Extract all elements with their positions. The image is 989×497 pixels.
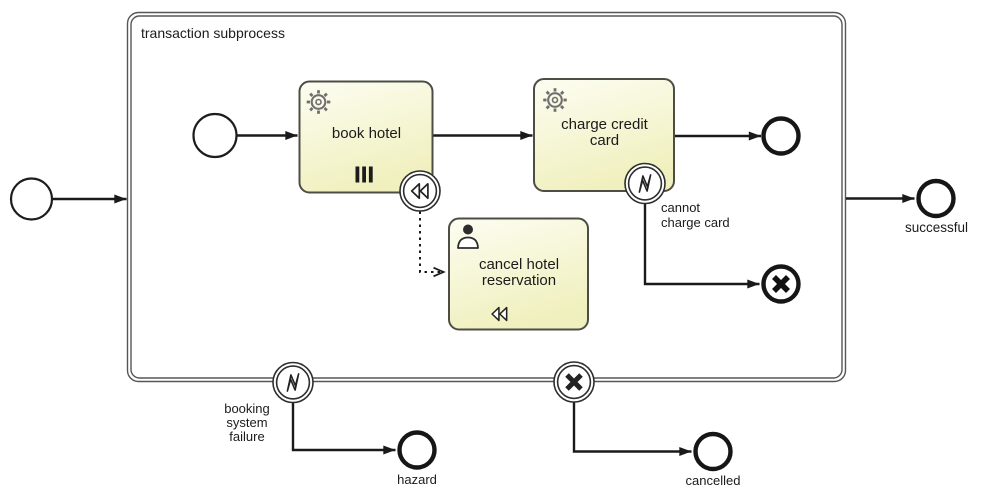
book-hotel-label: book hotel [331,125,402,142]
association-compensation[interactable] [419,192,444,272]
cancelled-label: cancelled [685,473,741,488]
start-event-outer[interactable] [9,177,54,221]
label-line: reservation [481,271,557,289]
charge-credit-card-label: charge credit card [534,117,675,148]
label-line: card [589,131,620,149]
task-charge-credit-card[interactable] [533,78,675,192]
task-book-hotel[interactable] [298,80,434,194]
label-line: charge card [661,214,730,230]
label-line: system [226,415,268,430]
user-icon [457,224,479,249]
successful-label: successful [904,220,969,235]
cancel-hotel-reservation-label: cancel hotel reservation [449,257,589,288]
end-event-cancelled[interactable] [693,431,733,472]
error-boundary-event-charge[interactable] [624,162,666,205]
label-line: cancel hotel [478,256,560,273]
task-cancel-hotel-reservation[interactable] [448,217,589,331]
label-line: failure [229,429,265,444]
error-boundary-event-subprocess[interactable] [272,361,314,404]
label-line: booking [224,401,270,416]
booking-system-failure-label: booking system failure [197,402,297,444]
subprocess-label: transaction subprocess [141,25,285,41]
compensation-boundary-event[interactable] [399,170,441,212]
label-line: charge credit [561,116,648,133]
start-event-inner[interactable] [192,112,238,159]
flow-error-to-cancel-end[interactable] [643,184,760,289]
end-event-after-charge[interactable] [761,116,801,156]
end-event-hazard[interactable] [397,430,437,470]
end-event-successful[interactable] [916,178,956,219]
flow-error-boundary-to-hazard[interactable] [291,383,396,455]
hazard-label: hazard [397,472,437,487]
cancel-boundary-event-subprocess[interactable] [553,361,595,403]
flow-cancel-boundary-to-cancelled[interactable] [572,383,692,456]
parallel-multi-instance-icon [355,166,373,183]
cannot-charge-card-label: cannot charge card [661,200,730,230]
label-line: cannot [661,200,701,215]
cancel-end-event[interactable] [761,264,801,304]
